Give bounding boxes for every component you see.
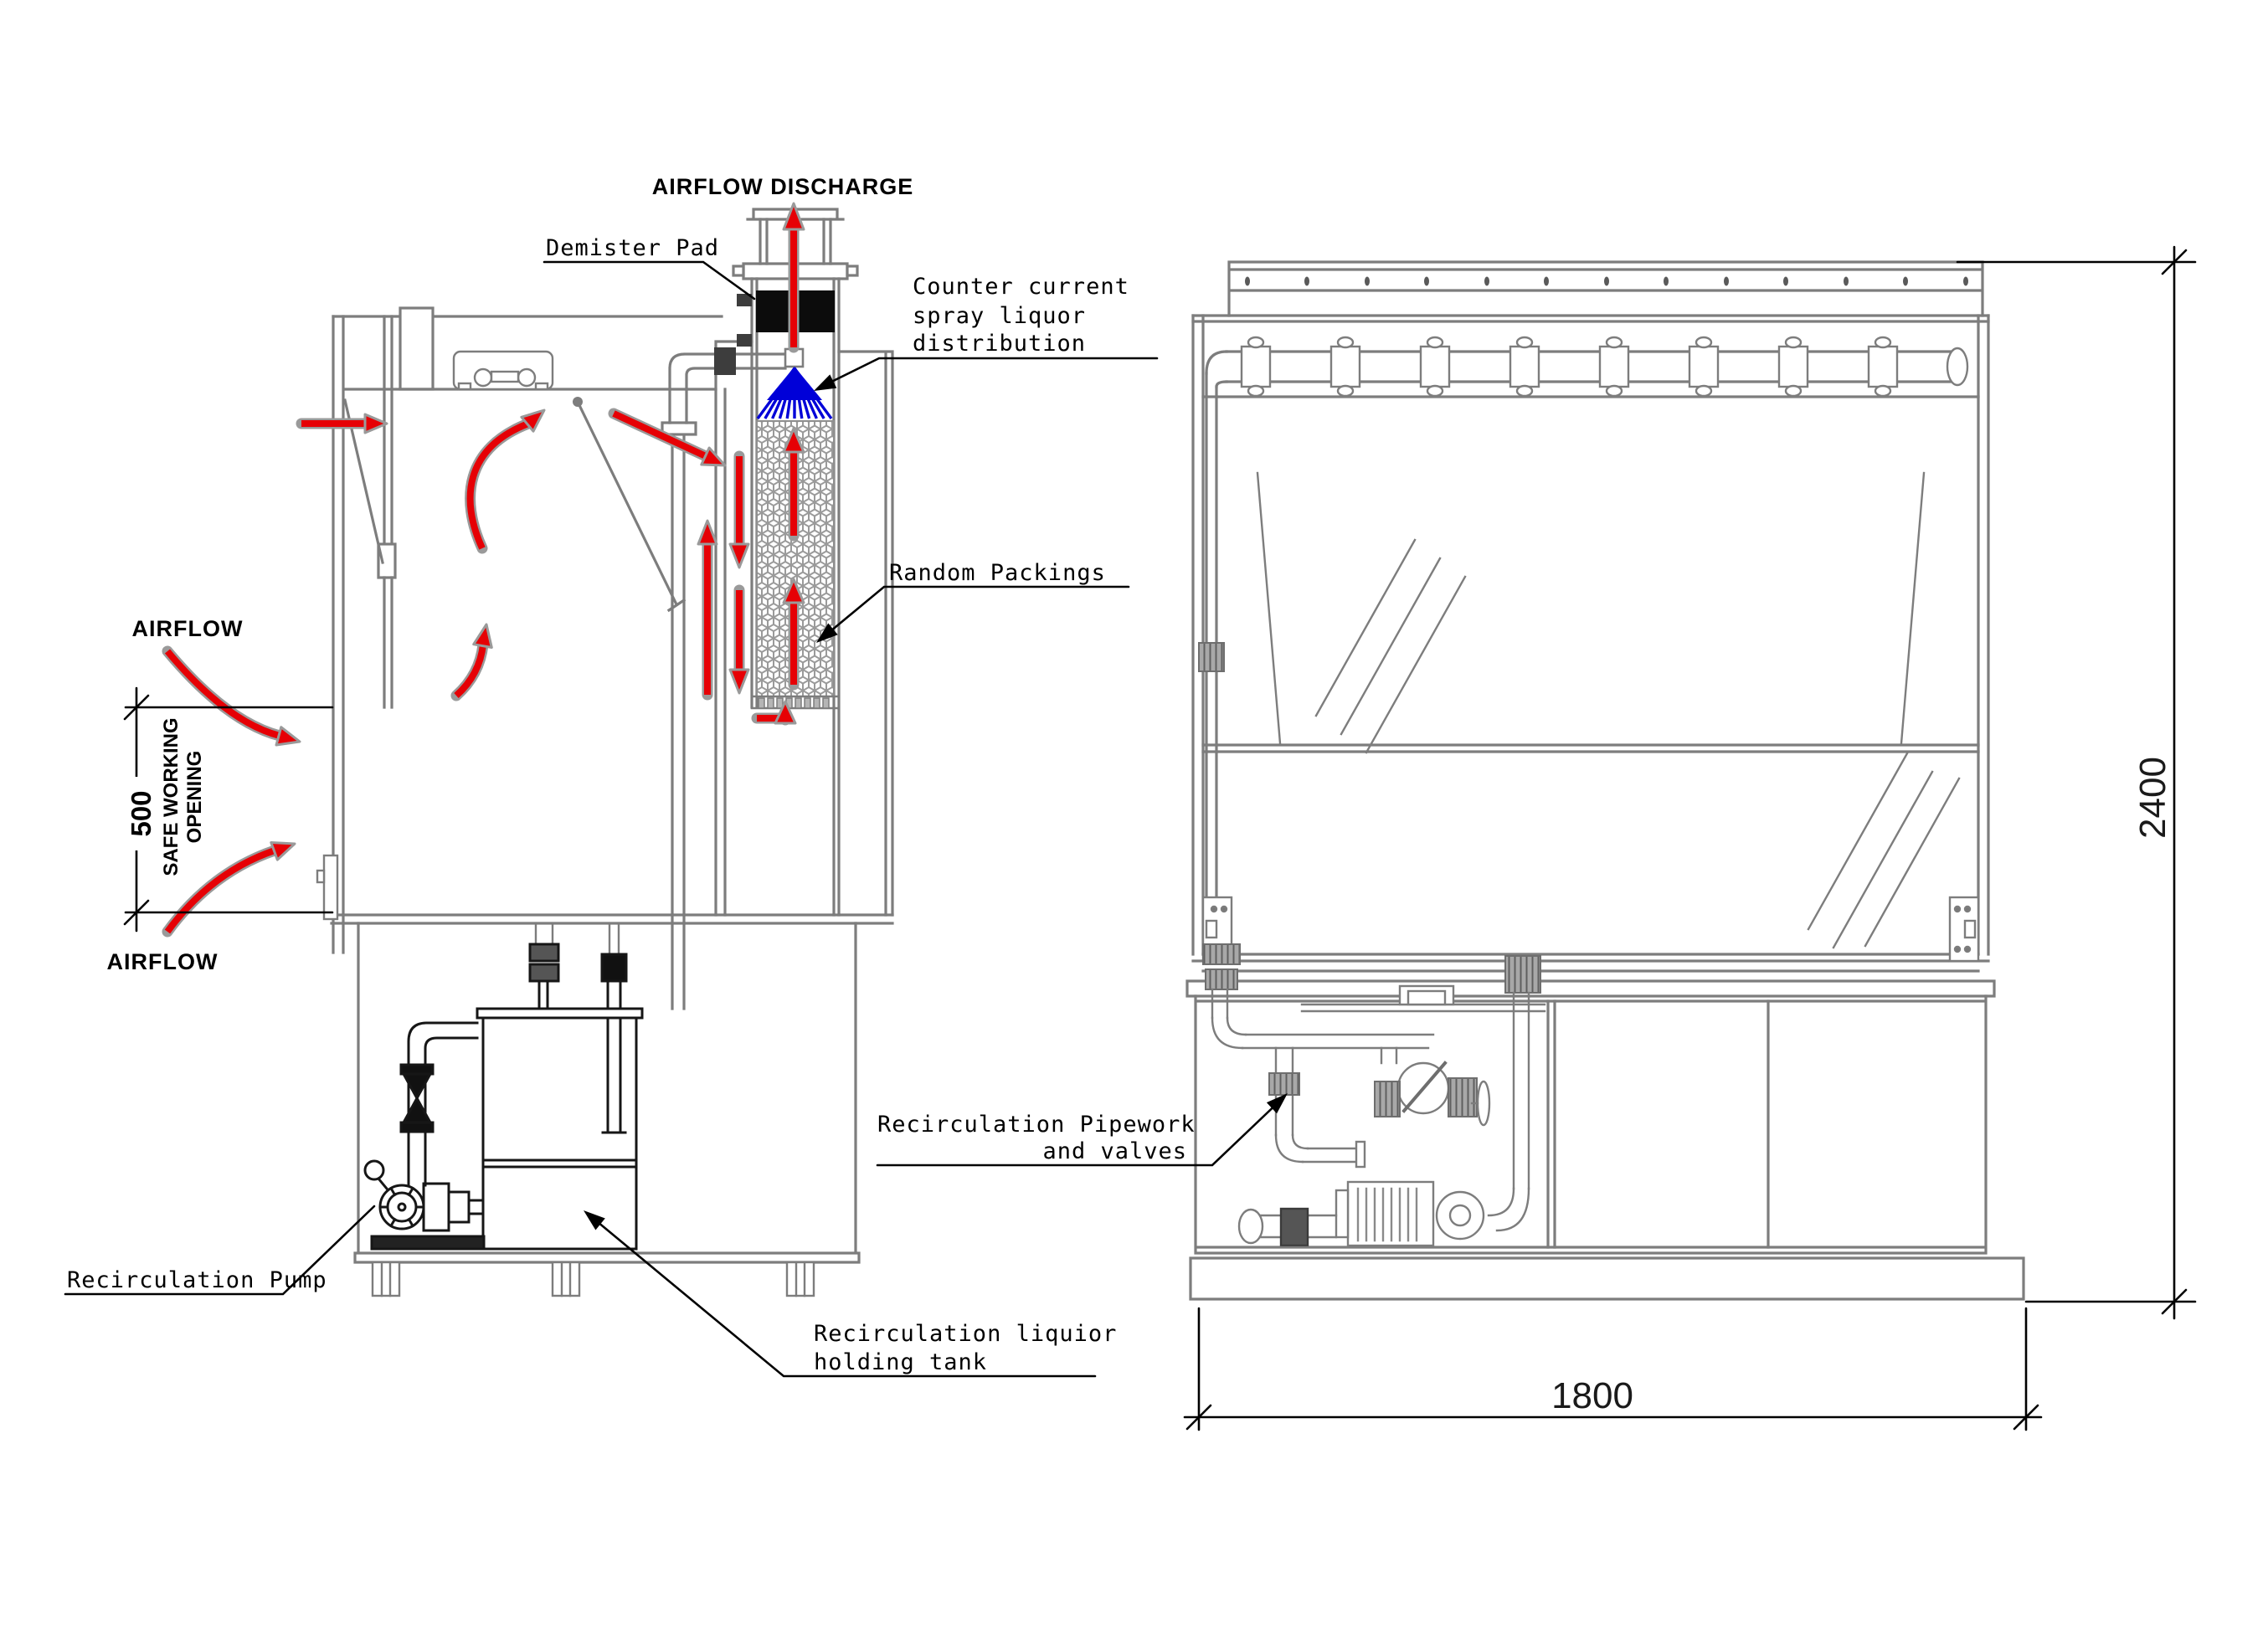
counter-current-line2: spray liquor <box>913 303 1086 329</box>
cabinet-feet <box>371 1261 815 1297</box>
front-wall-fitting <box>316 854 339 921</box>
counter-current-line1: Counter current <box>913 274 1129 300</box>
opening-dim-line1: SAFE WORKING <box>160 717 183 876</box>
width-dim-text: 1800 <box>1551 1375 1633 1416</box>
recirculation-pump-label: Recirculation Pump <box>64 1205 376 1296</box>
glass-reflection-marks <box>1314 538 1961 949</box>
airflow-discharge-label: AIRFLOW DISCHARGE <box>652 174 913 199</box>
sash-latch-detail <box>452 350 554 391</box>
recirculation-pipework-bay <box>1202 943 1551 1249</box>
demister-pad-label: Demister Pad <box>546 235 719 261</box>
spray-cone <box>756 367 833 420</box>
holding-tank-line1: Recirculation liquior <box>814 1321 1117 1347</box>
left-view-annotations: AIRFLOW DISCHARGE Demister Pad Counter c… <box>64 174 1159 1378</box>
opening-dimension: 500 SAFE WORKING OPENING <box>123 686 334 932</box>
opening-dim-value: 500 <box>126 790 157 836</box>
random-packings-text: Random Packings <box>889 560 1106 586</box>
sash-guide-fittings <box>1201 896 1980 963</box>
counter-current-label: Counter current spray liquor distributio… <box>814 274 1159 391</box>
pipework-line2: and valves <box>1042 1138 1187 1164</box>
recirculation-pump <box>363 1021 486 1251</box>
holding-tank <box>476 943 644 1251</box>
left-view-side-section: AIRFLOW DISCHARGE Demister Pad Counter c… <box>64 174 1159 1378</box>
airflow-arrows <box>162 202 805 938</box>
recirculation-pipework-label: Recirculation Pipework and valves <box>876 1093 1288 1167</box>
airflow-bottom-label: AIRFLOW <box>107 949 219 974</box>
pipework-line1: Recirculation Pipework <box>877 1112 1196 1138</box>
spray-nozzle <box>714 347 805 375</box>
fume-cupboard-structure <box>1185 260 2025 1301</box>
recirculation-pump-text: Recirculation Pump <box>67 1267 327 1293</box>
holding-tank-label: Recirculation liquior holding tank <box>584 1210 1117 1378</box>
counter-current-line3: distribution <box>913 331 1086 357</box>
right-view-front-elevation: Recirculation Pipework and valves <box>876 260 2025 1301</box>
demister-leader <box>543 260 756 301</box>
dimension-2400: 2400 <box>1956 245 2197 1320</box>
deflector-baffle <box>573 397 687 613</box>
height-dim-text: 2400 <box>2132 757 2173 839</box>
random-packings-label: Random Packings <box>816 560 1130 643</box>
opening-dim-line2: OPENING <box>183 751 206 844</box>
spray-header-nozzles <box>1198 336 1969 672</box>
holding-tank-line2: holding tank <box>814 1349 987 1375</box>
dimension-1800: 1800 <box>1183 1307 2043 1431</box>
top-flange-bolts <box>1245 276 1968 286</box>
airflow-top-label: AIRFLOW <box>132 616 244 641</box>
